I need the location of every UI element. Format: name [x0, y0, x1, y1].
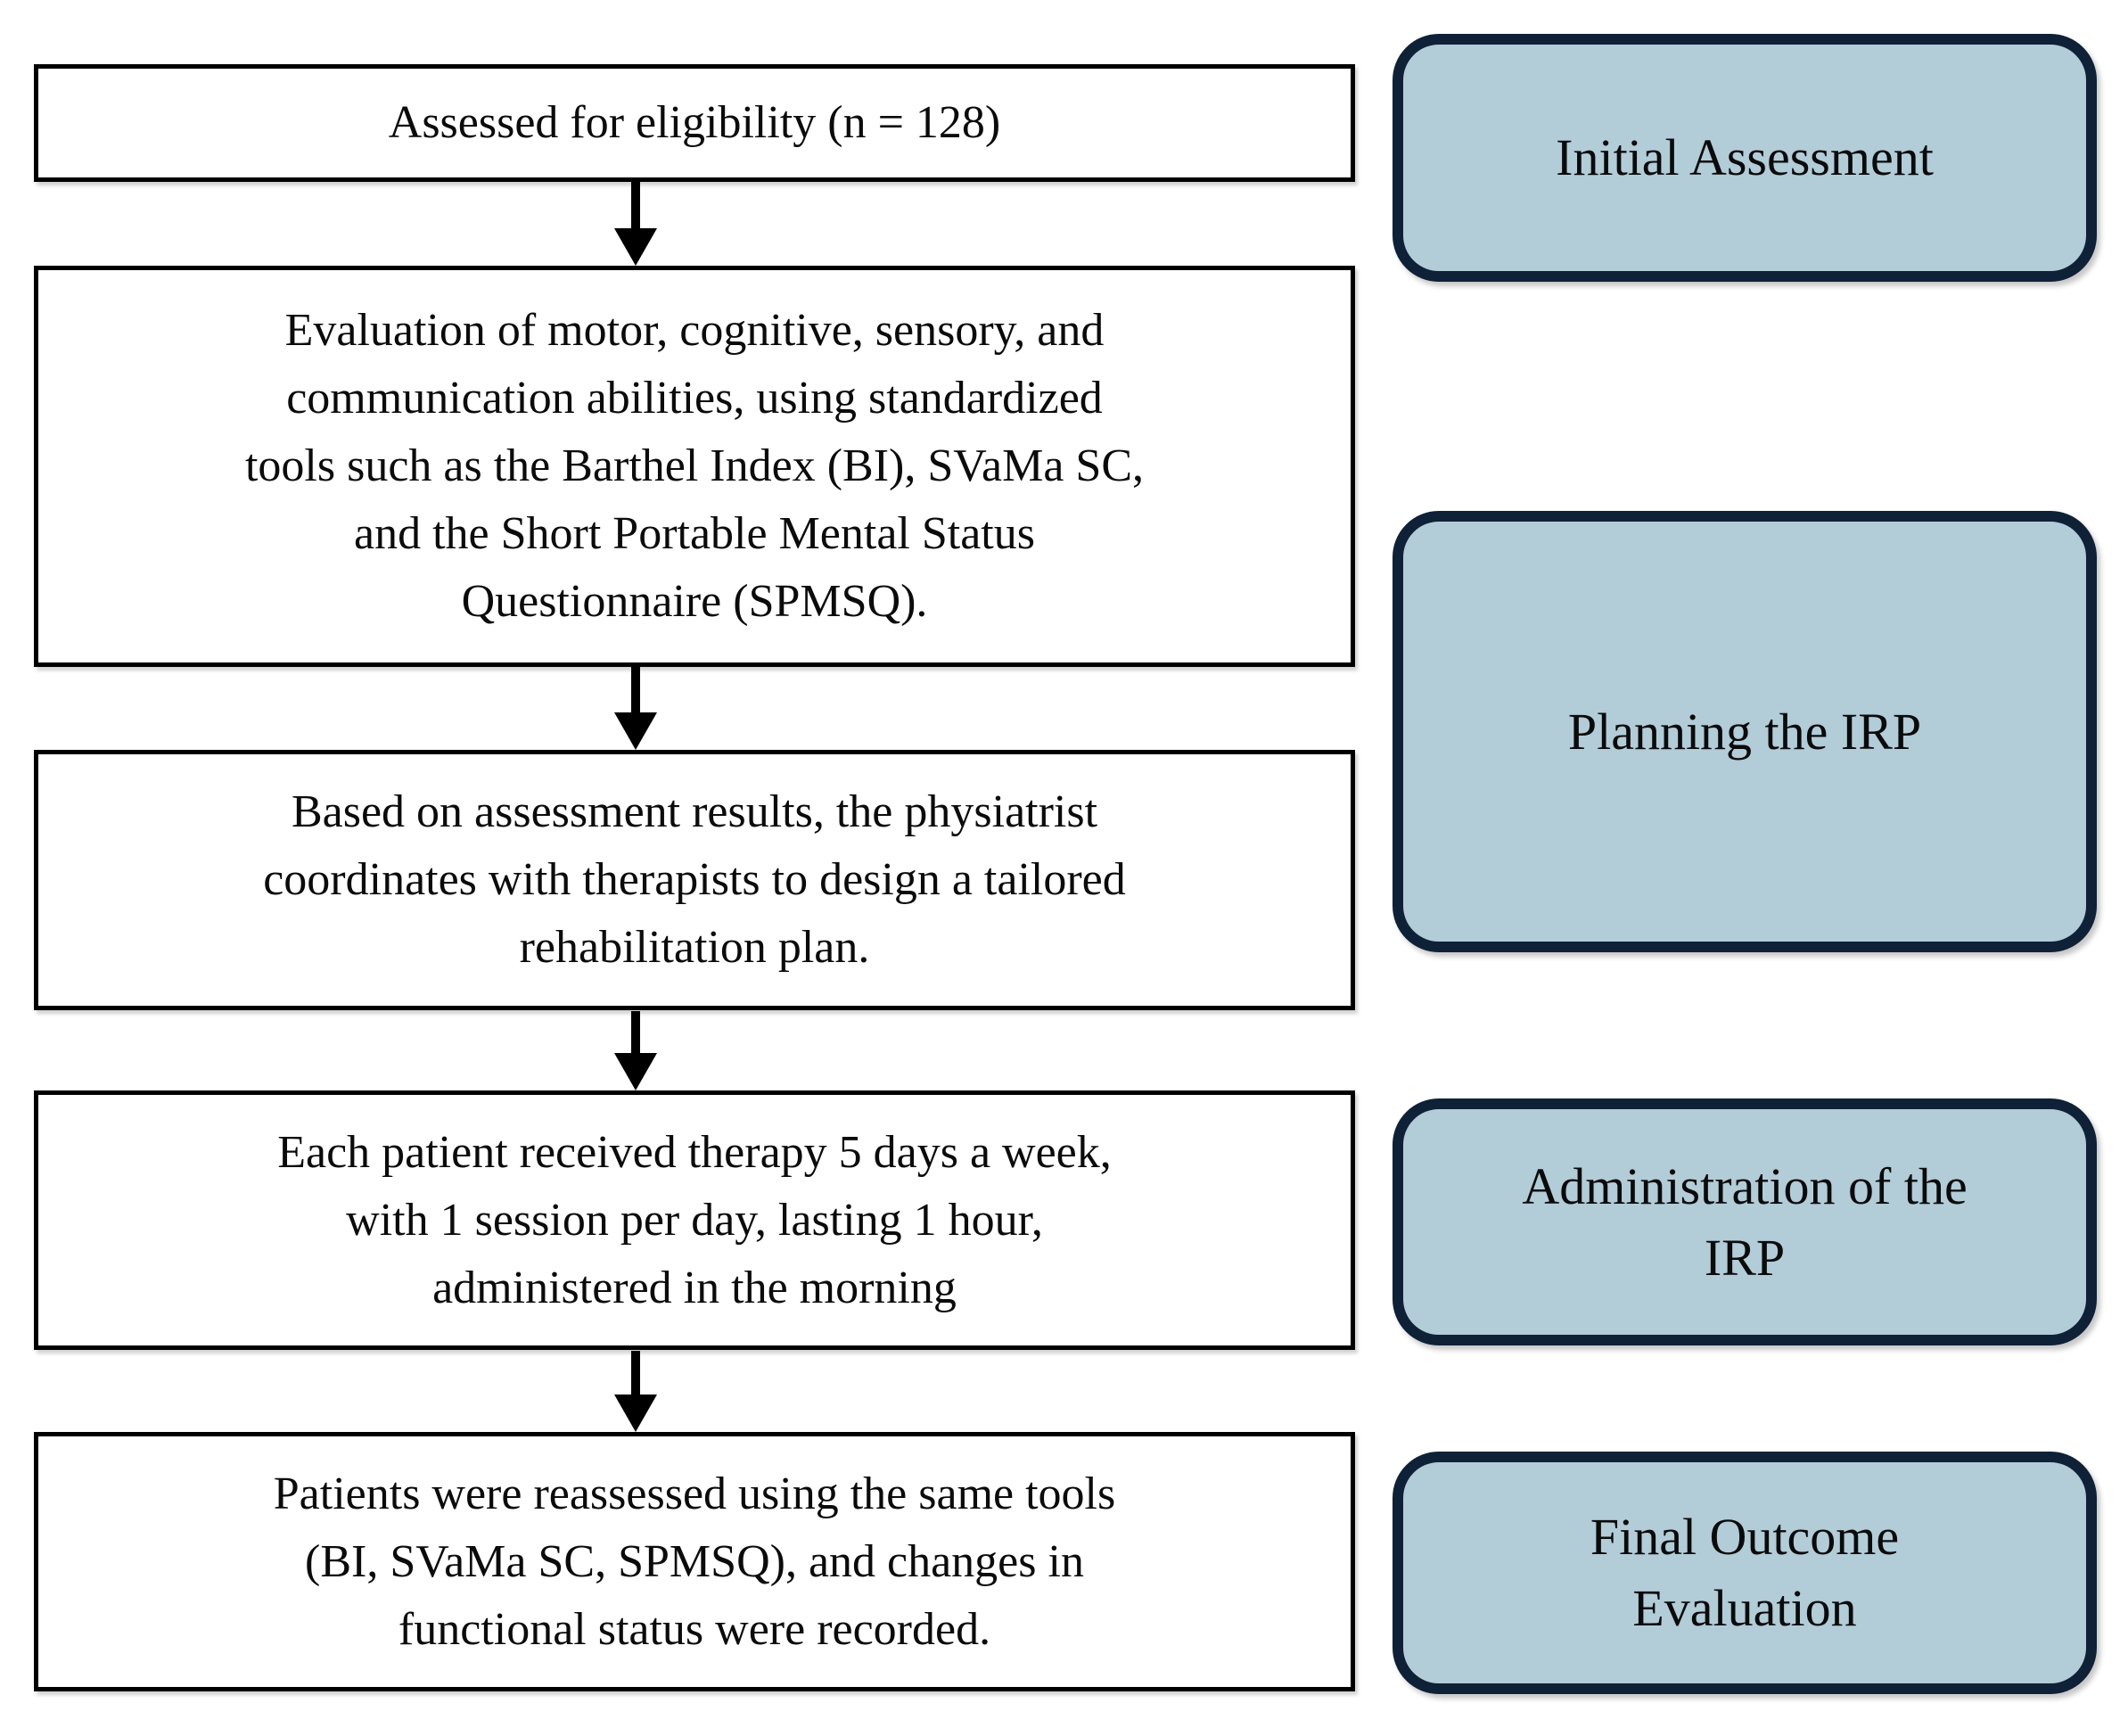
phase-label: Administration of the IRP	[1522, 1156, 1968, 1287]
arrow-head	[614, 228, 657, 266]
arrow-shaft	[631, 182, 640, 228]
step-text: Each patient received therapy 5 days a w…	[277, 1126, 1112, 1313]
step-box-therapy-schedule: Each patient received therapy 5 days a w…	[34, 1090, 1355, 1350]
phase-label: Final Outcome Evaluation	[1590, 1508, 1900, 1637]
step-box-assessed-eligibility: Assessed for eligibility (n = 128)	[34, 64, 1355, 182]
arrow-shaft	[631, 1351, 640, 1395]
phase-label: Initial Assessment	[1556, 128, 1934, 186]
phase-box-planning-irp: Planning the IRP	[1393, 511, 2097, 952]
arrow-shaft	[631, 667, 640, 712]
down-arrow-icon	[614, 182, 657, 266]
down-arrow-icon	[614, 1011, 657, 1090]
arrow-shaft	[631, 1011, 640, 1053]
step-box-plan-design: Based on assessment results, the physiat…	[34, 750, 1355, 1010]
phase-box-initial-assessment: Initial Assessment	[1393, 34, 2097, 282]
phase-box-final-outcome-evaluation: Final Outcome Evaluation	[1393, 1452, 2097, 1694]
arrow-head	[614, 1395, 657, 1432]
step-text: Evaluation of motor, cognitive, sensory,…	[244, 305, 1145, 627]
step-box-evaluation-abilities: Evaluation of motor, cognitive, sensory,…	[34, 266, 1355, 667]
down-arrow-icon	[614, 667, 657, 750]
step-text: Assessed for eligibility (n = 128)	[388, 97, 1001, 148]
step-box-reassessment: Patients were reassessed using the same …	[34, 1432, 1355, 1691]
arrow-head	[614, 1053, 657, 1090]
phase-label: Planning the IRP	[1567, 702, 1922, 761]
step-text: Patients were reassessed using the same …	[273, 1468, 1116, 1655]
step-text: Based on assessment results, the physiat…	[263, 786, 1126, 973]
down-arrow-icon	[614, 1351, 657, 1432]
arrow-head	[614, 712, 657, 750]
phase-box-administration-irp: Administration of the IRP	[1393, 1098, 2097, 1345]
